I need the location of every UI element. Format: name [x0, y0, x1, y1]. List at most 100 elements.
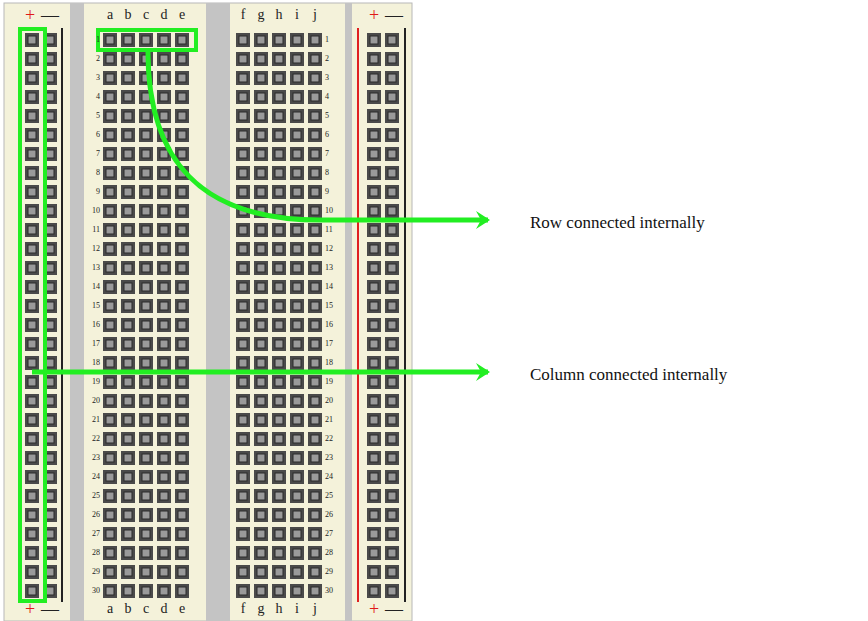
hole-contact — [257, 397, 265, 405]
hole-contact — [178, 340, 186, 348]
hole — [236, 470, 250, 484]
hole-contact — [257, 93, 265, 101]
hole-contact — [160, 549, 168, 557]
hole — [290, 33, 304, 47]
hole-frame — [367, 242, 381, 256]
hole-frame — [272, 470, 286, 484]
hole — [367, 508, 381, 522]
hole-frame — [121, 432, 135, 446]
hole — [367, 33, 381, 47]
hole — [25, 508, 39, 522]
hole — [254, 413, 268, 427]
hole — [385, 489, 399, 503]
hole-frame — [254, 52, 268, 66]
hole — [367, 356, 381, 370]
hole-frame — [236, 584, 250, 598]
hole-frame — [308, 71, 322, 85]
hole-frame — [139, 394, 153, 408]
hole-frame — [308, 508, 322, 522]
hole — [308, 185, 322, 199]
hole-contact — [239, 283, 247, 291]
hole-contact — [160, 226, 168, 234]
hole — [157, 470, 171, 484]
hole-contact — [311, 36, 319, 44]
hole — [385, 280, 399, 294]
hole-contact — [311, 511, 319, 519]
hole-contact — [46, 321, 54, 329]
hole-contact — [28, 112, 36, 120]
hole-frame — [157, 185, 171, 199]
row-number: 14 — [325, 283, 333, 291]
hole-contact — [370, 93, 378, 101]
hole-contact — [160, 55, 168, 63]
hole-contact — [275, 492, 283, 500]
hole-contact — [257, 530, 265, 538]
hole-frame — [290, 356, 304, 370]
hole — [367, 128, 381, 142]
hole-contact — [160, 416, 168, 424]
hole-frame — [103, 413, 117, 427]
hole-contact — [106, 454, 114, 462]
hole — [157, 318, 171, 332]
hole-frame — [367, 318, 381, 332]
hole — [290, 394, 304, 408]
row-number: 26 — [92, 511, 100, 519]
hole-contact — [160, 264, 168, 272]
hole — [254, 90, 268, 104]
hole-contact — [257, 55, 265, 63]
hole — [308, 584, 322, 598]
hole-contact — [388, 397, 396, 405]
hole-contact — [257, 169, 265, 177]
hole — [236, 185, 250, 199]
hole — [290, 109, 304, 123]
hole-contact — [178, 55, 186, 63]
hole-frame — [139, 299, 153, 313]
hole-contact — [275, 264, 283, 272]
hole-contact — [124, 435, 132, 443]
hole — [103, 128, 117, 142]
rail-divider — [70, 3, 84, 621]
hole-frame — [290, 546, 304, 560]
hole-frame — [175, 546, 189, 560]
row-number: 6 — [96, 131, 100, 139]
hole-frame — [254, 223, 268, 237]
hole-contact — [46, 530, 54, 538]
hole — [367, 565, 381, 579]
hole — [103, 71, 117, 85]
hole-frame — [25, 546, 39, 560]
hole — [236, 508, 250, 522]
hole-frame — [290, 90, 304, 104]
hole-frame — [175, 33, 189, 47]
hole-frame — [290, 33, 304, 47]
hole-contact — [311, 321, 319, 329]
hole — [290, 451, 304, 465]
hole-contact — [370, 587, 378, 595]
hole-contact — [178, 378, 186, 386]
column-letter: i — [295, 602, 299, 616]
hole — [157, 71, 171, 85]
hole-frame — [308, 185, 322, 199]
hole-contact — [388, 359, 396, 367]
hole — [254, 242, 268, 256]
hole-contact — [293, 530, 301, 538]
hole — [254, 470, 268, 484]
hole-frame — [139, 337, 153, 351]
hole — [272, 242, 286, 256]
hole-frame — [254, 33, 268, 47]
hole-contact — [142, 150, 150, 158]
hole-contact — [106, 207, 114, 215]
hole-frame — [103, 451, 117, 465]
hole-frame — [367, 451, 381, 465]
hole — [139, 318, 153, 332]
hole — [25, 242, 39, 256]
hole-contact — [46, 74, 54, 82]
hole — [139, 223, 153, 237]
hole — [367, 242, 381, 256]
hole-contact — [275, 188, 283, 196]
hole — [236, 52, 250, 66]
hole-contact — [106, 112, 114, 120]
hole-contact — [293, 131, 301, 139]
hole-frame — [254, 90, 268, 104]
row-number: 28 — [92, 549, 100, 557]
hole-frame — [272, 527, 286, 541]
